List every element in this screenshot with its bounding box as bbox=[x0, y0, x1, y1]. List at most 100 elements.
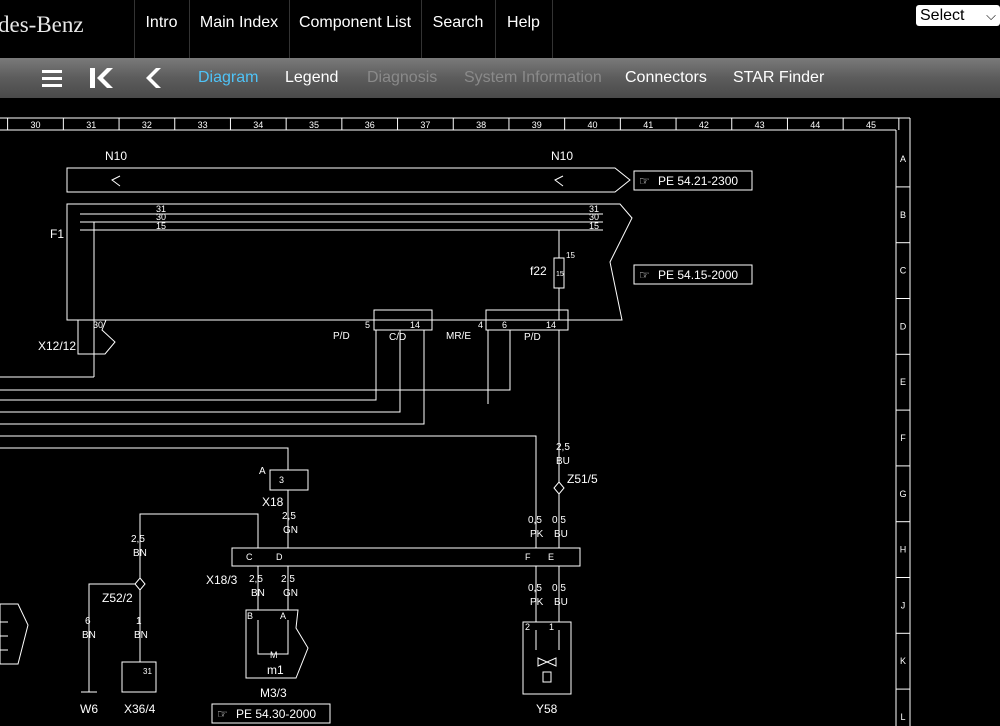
nav-help[interactable]: Help bbox=[507, 14, 540, 31]
pin-label: 14 bbox=[546, 320, 556, 330]
m1-label: m1 bbox=[267, 663, 284, 677]
back-icon[interactable] bbox=[142, 64, 164, 92]
connector-block-cd[interactable] bbox=[373, 309, 433, 331]
ref-box[interactable] bbox=[633, 170, 753, 191]
wire-size: 2,5 bbox=[249, 574, 263, 585]
pin-label: 6 bbox=[502, 320, 507, 330]
column-number: 45 bbox=[866, 120, 876, 130]
ref-link[interactable]: PE 54.15-2000 bbox=[658, 268, 738, 282]
valve-wiring bbox=[535, 630, 560, 650]
connector-label: P/D bbox=[333, 331, 350, 342]
chevron-down-icon: ⌵ bbox=[986, 8, 996, 23]
column-number: 41 bbox=[643, 120, 653, 130]
x18-label: X18 bbox=[262, 495, 284, 509]
wire bbox=[139, 513, 259, 578]
f22-fuse-rating: 15 bbox=[556, 271, 564, 278]
wire bbox=[0, 435, 537, 548]
wire bbox=[0, 330, 425, 425]
column-number: 35 bbox=[309, 120, 319, 130]
x18-pin-label: A bbox=[259, 466, 266, 477]
nav-component-list[interactable]: Component List bbox=[298, 14, 412, 31]
wire bbox=[0, 330, 401, 413]
column-number: 43 bbox=[755, 120, 765, 130]
w6-label: W6 bbox=[80, 702, 98, 716]
first-page-icon[interactable] bbox=[88, 64, 116, 92]
pin-label: 4 bbox=[478, 320, 483, 330]
ref-link[interactable]: PE 54.21-2300 bbox=[658, 174, 738, 188]
x36-label: X36/4 bbox=[124, 702, 156, 716]
tab-legend[interactable]: Legend bbox=[285, 69, 339, 86]
n10-left-label: N10 bbox=[105, 149, 127, 163]
pin-label: 5 bbox=[365, 320, 370, 330]
row-letter: B bbox=[900, 210, 906, 220]
y58-component[interactable] bbox=[522, 621, 572, 695]
x18-3-connector[interactable] bbox=[231, 547, 581, 567]
tab-connectors[interactable]: Connectors bbox=[625, 69, 707, 86]
valve-icon bbox=[537, 657, 557, 667]
tab-diagram[interactable]: Diagram bbox=[198, 69, 259, 86]
y58-label: Y58 bbox=[536, 702, 558, 716]
hand-pointer-icon: ☞ bbox=[639, 174, 650, 188]
motor-wiring bbox=[257, 620, 289, 655]
wire-size: 0,5 bbox=[528, 583, 542, 594]
wire-color: BU bbox=[556, 456, 570, 467]
z52-label: Z52/2 bbox=[102, 591, 133, 605]
wire-color: PK bbox=[530, 597, 544, 608]
z51-label: Z51/5 bbox=[567, 472, 598, 486]
menu-icon[interactable] bbox=[40, 64, 64, 92]
wire bbox=[0, 330, 377, 401]
tab-diagnosis: Diagnosis bbox=[367, 69, 438, 86]
pin-label: A bbox=[280, 611, 286, 621]
x12-label: X12/12 bbox=[38, 339, 76, 353]
brand-logo: des-Benz bbox=[0, 12, 84, 37]
ref-link[interactable]: PE 54.30-2000 bbox=[236, 707, 316, 721]
x12-connector[interactable] bbox=[77, 319, 116, 355]
z52-splice[interactable] bbox=[134, 577, 146, 591]
m3-connector-body[interactable] bbox=[245, 609, 309, 679]
x36-pin: 31 bbox=[143, 667, 152, 676]
column-number: 37 bbox=[420, 120, 430, 130]
column-number: 31 bbox=[86, 120, 96, 130]
wire-size: 2,5 bbox=[281, 574, 295, 585]
m3-label: M3/3 bbox=[260, 686, 287, 700]
ref-box[interactable] bbox=[633, 264, 753, 285]
tab-star-finder[interactable]: STAR Finder bbox=[733, 69, 825, 86]
ref-box[interactable] bbox=[211, 703, 331, 724]
row-letter: A bbox=[900, 154, 906, 164]
nav-intro[interactable]: Intro bbox=[145, 14, 178, 31]
diagram-toolbar: Diagram Legend Diagnosis System Informat… bbox=[0, 58, 1000, 98]
nav-search[interactable]: Search bbox=[432, 14, 484, 31]
column-number: 38 bbox=[476, 120, 486, 130]
column-number: 44 bbox=[810, 120, 820, 130]
x18-connector[interactable] bbox=[269, 469, 309, 491]
x36-connector[interactable] bbox=[121, 661, 157, 693]
wire bbox=[88, 583, 135, 692]
n10-box[interactable] bbox=[66, 167, 631, 193]
row-letter: H bbox=[900, 545, 907, 555]
connector-block-pd[interactable] bbox=[485, 309, 569, 331]
column-number: 36 bbox=[365, 120, 375, 130]
wire-color: PK bbox=[530, 529, 544, 540]
hand-pointer-icon: ☞ bbox=[639, 268, 650, 282]
column-number: 40 bbox=[587, 120, 597, 130]
column-number: 42 bbox=[699, 120, 709, 130]
nav-main-index[interactable]: Main Index bbox=[199, 14, 279, 31]
f22-pin-label: 15 bbox=[566, 251, 575, 260]
wire-color: GN bbox=[283, 525, 298, 536]
nav-divider bbox=[134, 0, 135, 58]
nav-divider bbox=[289, 0, 290, 58]
wire bbox=[0, 447, 289, 470]
row-letter: L bbox=[900, 712, 905, 722]
connector-label: P/D bbox=[524, 332, 541, 343]
language-select[interactable]: Select ⌵ bbox=[916, 5, 1000, 26]
column-number: 32 bbox=[142, 120, 152, 130]
column-number: 33 bbox=[198, 120, 208, 130]
f1-box[interactable] bbox=[66, 203, 633, 321]
bus-label: 30 bbox=[156, 212, 166, 222]
nav-divider bbox=[189, 0, 190, 58]
nav-divider bbox=[421, 0, 422, 58]
row-letter: E bbox=[900, 377, 906, 387]
z51-splice[interactable] bbox=[553, 481, 565, 495]
